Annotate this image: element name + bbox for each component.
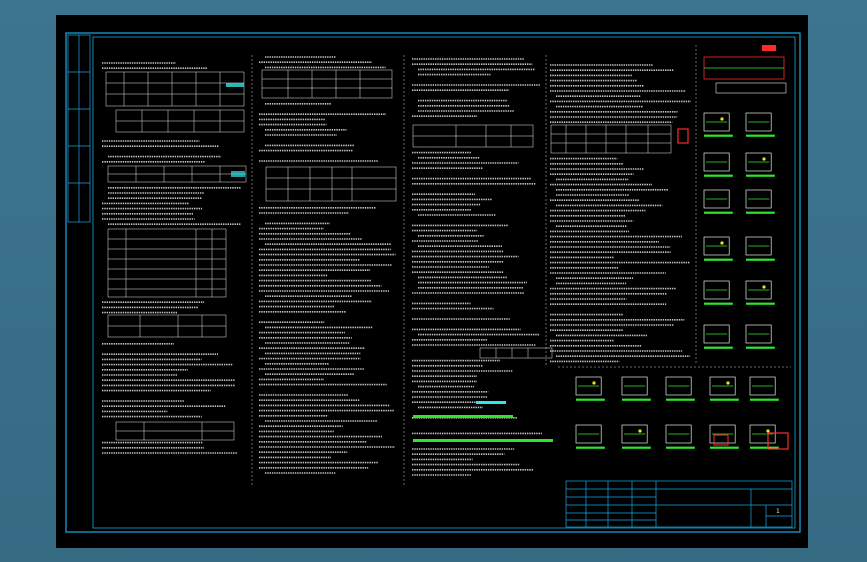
detail-caption: [746, 134, 775, 137]
detail-sketch: [621, 424, 648, 444]
drawing-canvas: 1: [65, 32, 801, 533]
detail-sketch: [709, 376, 736, 396]
detail-caption: [666, 398, 695, 401]
detail-sketch: [745, 324, 772, 344]
detail-caption: [622, 446, 651, 449]
detail-caption: [622, 398, 651, 401]
detail-sketch: [703, 324, 730, 344]
section-outline: [715, 82, 787, 94]
detail-sketch: [745, 112, 772, 132]
detail-sketch: [703, 112, 730, 132]
detail-sketch: [665, 424, 692, 444]
detail-caption: [710, 398, 739, 401]
detail-drawings: [575, 45, 789, 450]
detail-caption: [750, 398, 779, 401]
detail-node: [762, 157, 766, 161]
sheet-number: 1: [776, 508, 780, 515]
detail-caption: [746, 258, 775, 261]
detail-node: [638, 429, 642, 433]
detail-caption: [576, 446, 605, 449]
detail-caption: [704, 302, 733, 305]
detail-node: [592, 381, 596, 385]
accent-annotations: [226, 83, 553, 442]
detail-node: [720, 117, 724, 121]
detail-caption: [746, 211, 775, 214]
detail-node: [762, 285, 766, 289]
red-detail: [713, 434, 729, 446]
detail-sketch: [703, 280, 730, 300]
general-notes-text: [102, 56, 691, 476]
detail-sketch: [703, 236, 730, 256]
inner-frame: [92, 36, 796, 529]
detail-caption: [704, 211, 733, 214]
detail-node: [766, 429, 770, 433]
red-label: [762, 45, 776, 51]
detail-sketch: [575, 424, 602, 444]
note-tables: [105, 69, 672, 441]
red-detail: [767, 432, 789, 450]
detail-caption: [746, 174, 775, 177]
column-separators: [251, 45, 791, 485]
detail-sketch: [665, 376, 692, 396]
drawing-sheet[interactable]: 1: [56, 15, 808, 548]
detail-caption: [746, 302, 775, 305]
detail-sketch: [709, 424, 736, 444]
detail-caption: [704, 134, 733, 137]
detail-caption: [750, 446, 779, 449]
binding-strip: [67, 34, 91, 223]
detail-sketch: [745, 152, 772, 172]
title-block: [565, 480, 793, 528]
section-marker: [677, 128, 689, 144]
detail-caption: [704, 346, 733, 349]
detail-caption: [746, 346, 775, 349]
detail-sketch: [703, 189, 730, 209]
detail-sketch: [621, 376, 648, 396]
detail-sketch: [575, 376, 602, 396]
detail-caption: [666, 446, 695, 449]
detail-node: [726, 381, 730, 385]
detail-node: [720, 241, 724, 245]
detail-sketch: [745, 280, 772, 300]
detail-caption: [710, 446, 739, 449]
detail-sketch: [745, 189, 772, 209]
detail-sketch: [749, 376, 776, 396]
detail-sketch: [703, 152, 730, 172]
detail-sketch: [745, 236, 772, 256]
detail-caption: [576, 398, 605, 401]
detail-caption: [704, 174, 733, 177]
detail-caption: [704, 258, 733, 261]
outer-frame: [65, 32, 801, 533]
detail-sketch: [749, 424, 776, 444]
